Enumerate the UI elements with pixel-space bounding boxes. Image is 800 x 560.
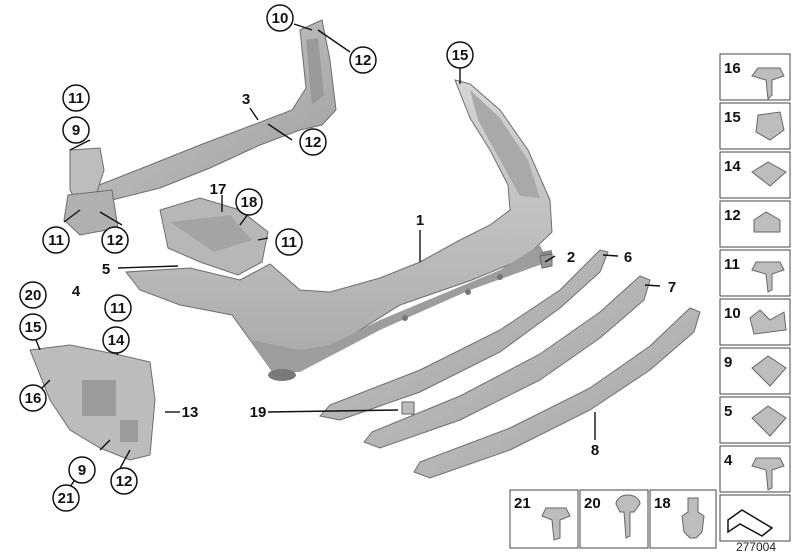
callout-7: 7 [668, 279, 676, 296]
callout-11-b: 11 [48, 232, 64, 249]
side-label-4: 4 [724, 452, 733, 469]
callout-21: 21 [58, 490, 75, 507]
fastener-18-icon [681, 497, 705, 539]
side-label-14: 14 [724, 158, 741, 175]
callout-10: 10 [272, 10, 289, 27]
side-label-11: 11 [724, 256, 740, 273]
fastener-20-icon [615, 494, 641, 539]
bottom-label-18: 18 [654, 495, 671, 512]
callout-2: 2 [567, 249, 575, 266]
part-8-trim-strip [413, 307, 701, 479]
callout-15: 15 [452, 47, 469, 64]
side-label-15: 15 [724, 109, 741, 126]
callout-6: 6 [624, 249, 632, 266]
callout-8: 8 [591, 442, 599, 459]
callout-15-left: 15 [25, 319, 42, 336]
bottom-label-21: 21 [514, 495, 531, 512]
callout-9-top: 9 [72, 122, 80, 139]
callout-12-left: 12 [107, 232, 124, 249]
callout-11-d: 11 [110, 300, 126, 317]
bottom-label-20: 20 [584, 495, 601, 512]
part-19-clip [401, 401, 415, 415]
callout-20: 20 [25, 287, 42, 304]
callouts [19, 4, 474, 512]
callout-11-a: 11 [68, 90, 84, 107]
side-panel: 16 15 14 12 11 10 9 5 4 [719, 53, 791, 542]
fastener-5-icon [751, 405, 787, 437]
part-13-lower-bracket [29, 344, 156, 461]
diagram-id: 277004 [735, 540, 776, 554]
callout-19: 19 [250, 404, 267, 421]
callout-5: 5 [102, 261, 110, 278]
arrow-icon [727, 509, 774, 537]
side-label-9: 9 [724, 354, 732, 371]
callout-9-bottom: 9 [78, 462, 86, 479]
callout-14: 14 [108, 332, 125, 349]
callout-12-top: 12 [355, 52, 372, 69]
part-6-trim-strip [319, 249, 609, 421]
leader-lines [35, 23, 661, 491]
fastener-4-icon [751, 457, 785, 491]
fastener-16-icon [751, 67, 785, 101]
callout-1: 1 [416, 212, 424, 229]
callout-18: 18 [241, 194, 258, 211]
fastener-21-icon [541, 507, 571, 541]
fastener-12-icon [753, 211, 781, 233]
callout-11-c: 11 [281, 234, 297, 251]
callout-17: 17 [210, 181, 227, 198]
fastener-11-icon [751, 261, 785, 293]
side-label-10: 10 [724, 305, 741, 322]
side-label-12: 12 [724, 207, 741, 224]
callout-labels: 10 12 15 11 3 9 12 11 12 17 18 11 1 2 6 … [25, 10, 677, 507]
part-17-reinforcement [159, 197, 269, 276]
callout-12-mid: 12 [305, 134, 322, 151]
callout-12-bottom: 12 [116, 473, 133, 490]
callout-13: 13 [182, 404, 199, 421]
callout-3: 3 [242, 91, 250, 108]
callout-16: 16 [25, 390, 42, 407]
side-label-16: 16 [724, 60, 741, 77]
fastener-15-icon [755, 111, 785, 141]
fastener-10-icon [749, 309, 787, 335]
part-7-trim-strip [363, 275, 651, 449]
bottom-panel: 21 20 18 [509, 489, 717, 549]
fastener-14-icon [751, 161, 787, 187]
fastener-9-icon [751, 355, 787, 387]
part-1-bumper-cover [125, 79, 553, 381]
part-3-carrier [63, 19, 337, 236]
side-label-5: 5 [724, 403, 732, 420]
callout-4: 4 [72, 283, 81, 300]
